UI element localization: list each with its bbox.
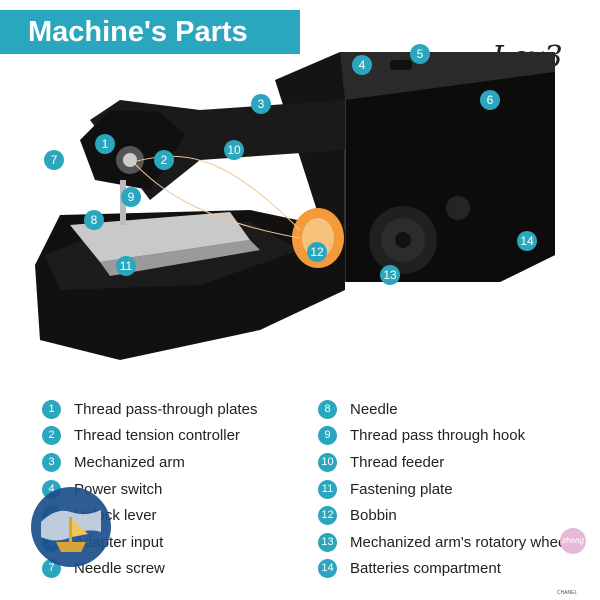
marker-2: 2	[154, 150, 174, 170]
marker-3: 3	[251, 94, 271, 114]
corner-logo: zheng	[560, 528, 586, 554]
marker-13: 13	[380, 265, 400, 285]
sewing-machine-illustration	[35, 52, 555, 360]
marker-10: 10	[224, 140, 244, 160]
marker-5: 5	[410, 44, 430, 64]
marker-6: 6	[480, 90, 500, 110]
page-title: Machine's Parts	[0, 10, 300, 54]
corner-small-text: CHANEL	[557, 590, 578, 596]
marker-9: 9	[121, 187, 141, 207]
marker-11: 11	[116, 256, 136, 276]
marker-7: 7	[44, 150, 64, 170]
marker-8: 8	[84, 210, 104, 230]
globe-ship-logo	[31, 487, 111, 567]
marker-12: 12	[307, 242, 327, 262]
marker-14: 14	[517, 231, 537, 251]
marker-4: 4	[352, 55, 372, 75]
marker-1: 1	[95, 134, 115, 154]
